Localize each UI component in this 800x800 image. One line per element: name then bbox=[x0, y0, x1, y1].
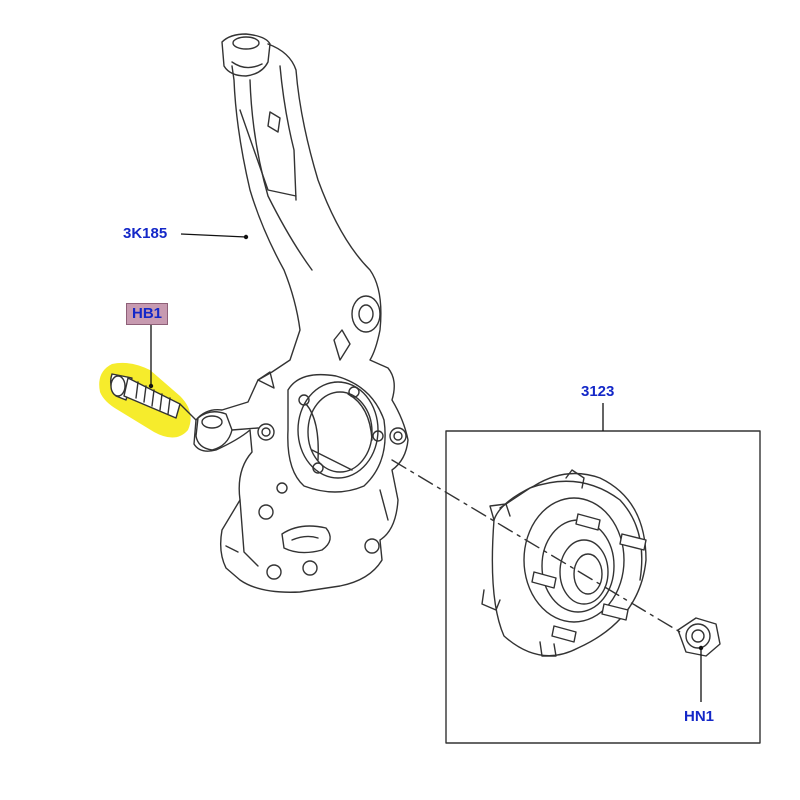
wheel-hub-bearing bbox=[481, 469, 647, 657]
bolt-hb1 bbox=[99, 362, 197, 438]
callout-3123: 3123 bbox=[581, 383, 615, 400]
axis-line bbox=[391, 459, 681, 633]
steering-knuckle bbox=[193, 33, 409, 593]
callout-hn1: HN1 bbox=[684, 708, 715, 725]
leader-dot-3k185 bbox=[243, 234, 249, 240]
leader-dot-hb1 bbox=[148, 383, 154, 389]
leader-dot-hn1 bbox=[698, 645, 704, 651]
callout-3k185: 3K185 bbox=[123, 225, 168, 242]
callout-hb1: HB1 bbox=[126, 303, 169, 325]
leader-3k185 bbox=[180, 233, 247, 238]
hub-nut-hn1 bbox=[677, 617, 721, 657]
